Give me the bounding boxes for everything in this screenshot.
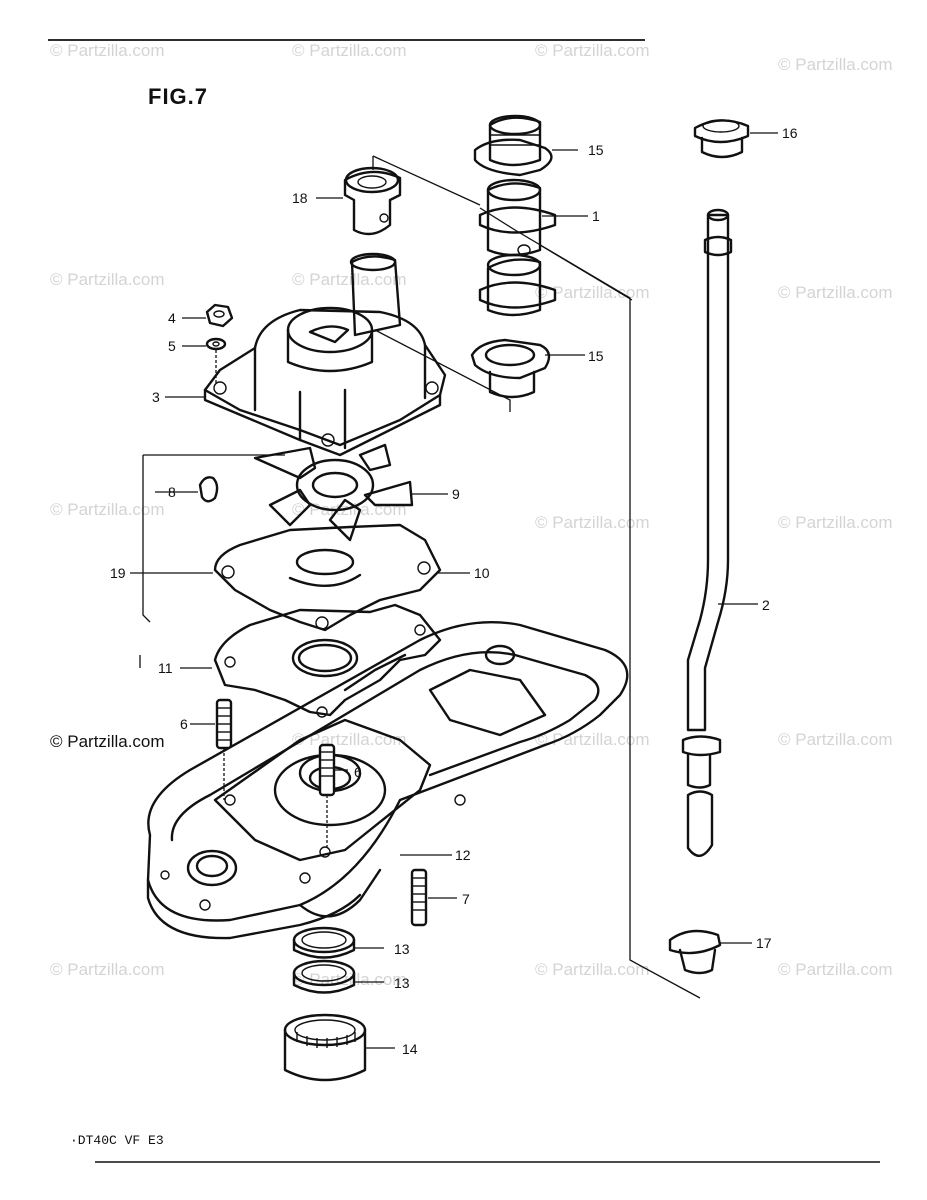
- watermark-text: © Partzilla.com: [535, 730, 650, 749]
- callout-11: 11: [158, 660, 173, 676]
- watermark-grid: © Partzilla.com © Partzilla.com © Partzi…: [50, 41, 893, 989]
- pump-housing-part-3: [203, 252, 447, 457]
- callout-8: 8: [168, 484, 176, 500]
- watermark-text: © Partzilla.com: [778, 283, 893, 302]
- seal-part-15-lower: [470, 338, 551, 399]
- callout-1: 1: [592, 208, 600, 224]
- watermark-text: © Partzilla.com: [292, 270, 407, 289]
- callout-labels: 1 2 3 4 5 6 6 7 8 9 10 11 12 13 13 14 15…: [110, 125, 798, 1057]
- watermark-text: © Partzilla.com: [535, 41, 650, 60]
- watermark-text: © Partzilla.com: [778, 730, 893, 749]
- callout-15: 15: [588, 348, 604, 364]
- watermark-text: © Partzilla.com: [50, 270, 165, 289]
- stud-part-6-left: [215, 698, 233, 750]
- watermark-text: © Partzilla.com: [778, 960, 893, 979]
- oil-seal-part-13-lower: [292, 959, 356, 994]
- model-code: ·DT40C VF E3: [70, 1133, 164, 1148]
- callout-17: 17: [756, 935, 772, 951]
- leader-lines: [130, 132, 778, 1049]
- callout-10: 10: [474, 565, 490, 581]
- watermark-text: © Partzilla.com: [50, 500, 165, 519]
- callout-16: 16: [782, 125, 798, 141]
- bushing-part-18: [343, 166, 402, 236]
- watermark-text: © Partzilla.com: [50, 960, 165, 979]
- wear-plate-part-10: [213, 523, 442, 632]
- callout-13: 13: [394, 941, 410, 957]
- nut-part-4: [205, 303, 234, 328]
- callout-3: 3: [152, 389, 160, 405]
- seal-part-15-upper: [473, 114, 553, 177]
- water-tube-part-2: [681, 208, 733, 857]
- watermark-text: © Partzilla.com: [535, 513, 650, 532]
- callout-15: 15: [588, 142, 604, 158]
- callout-6: 6: [354, 764, 362, 780]
- needle-bearing-part-14: [283, 1013, 367, 1082]
- callout-5: 5: [168, 338, 176, 354]
- callout-13: 13: [394, 975, 410, 991]
- impeller-part-9: [253, 443, 414, 542]
- callout-14: 14: [402, 1041, 418, 1057]
- watermark-text: © Partzilla.com: [535, 960, 650, 979]
- key-part-8: [198, 476, 219, 503]
- callout-6: 6: [180, 716, 188, 732]
- callout-19: 19: [110, 565, 126, 581]
- partzilla-credit: © Partzilla.com: [50, 732, 165, 751]
- gasket-part-11: [213, 603, 442, 718]
- oil-seal-part-13-upper: [292, 926, 356, 959]
- grommet-part-16: [693, 119, 750, 159]
- callout-7: 7: [462, 891, 470, 907]
- grommet-part-17: [668, 929, 722, 975]
- figure-title: FIG.7: [148, 84, 209, 109]
- callout-4: 4: [168, 310, 176, 326]
- callout-12: 12: [455, 847, 471, 863]
- watermark-text: © Partzilla.com: [778, 513, 893, 532]
- callout-9: 9: [452, 486, 460, 502]
- washer-part-5: [205, 337, 227, 351]
- stud-part-6-center: [318, 743, 336, 797]
- watermark-text: © Partzilla.com: [535, 283, 650, 302]
- watermark-text: © Partzilla.com: [292, 41, 407, 60]
- watermark-text: © Partzilla.com: [50, 41, 165, 60]
- watermark-text: © Partzilla.com: [778, 55, 893, 74]
- grommet-part-1: [478, 178, 557, 317]
- callout-18: 18: [292, 190, 308, 206]
- watermark-text: © Partzilla.com: [292, 730, 407, 749]
- stud-part-7: [410, 868, 428, 927]
- callout-2: 2: [762, 597, 770, 613]
